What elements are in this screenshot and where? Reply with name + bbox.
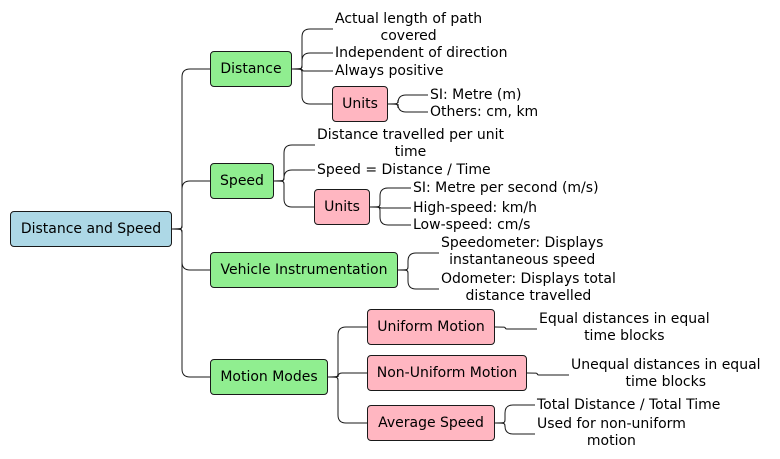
connector-n-s30-0 <box>494 326 537 330</box>
connector-n-b0-1 <box>291 52 333 70</box>
connector-n-s32-0 <box>494 404 535 424</box>
leaf-speed-2: Speed = Distance / Time <box>317 162 491 178</box>
connector-n-b1-0 <box>273 144 315 182</box>
leaf-average-speed-1: Total Distance / Total Time <box>537 397 721 413</box>
connector-root-branch-1 <box>171 180 210 230</box>
leaf-distance-2: Independent of direction <box>335 45 508 61</box>
connector-n-s00-0 <box>387 94 428 105</box>
connector-n-s32-1 <box>494 422 535 435</box>
non-uniform-motion-node: Non-Uniform Motion <box>367 355 527 391</box>
connector-n-b2-1 <box>397 269 439 290</box>
branch-distance: Distance <box>210 51 292 87</box>
leaf-distance-3: Always positive <box>335 63 444 79</box>
connector-n-b3-2 <box>327 376 367 424</box>
leaf-distance-units-1: SI: Metre (m) <box>430 87 522 103</box>
connector-n-s31-0 <box>526 372 569 376</box>
branch-speed: Speed <box>210 163 274 199</box>
connector-n-b2-0 <box>397 252 439 271</box>
branch-vehicle-instrumentation: Vehicle Instrumentation <box>210 252 398 288</box>
connector-n-b1-2 <box>273 180 314 208</box>
speed-units-node: Units <box>314 189 370 225</box>
connector-root-branch-2 <box>171 228 210 271</box>
leaf-speed-units-3: Low-speed: cm/s <box>413 217 531 233</box>
connector-n-b0-0 <box>291 28 333 70</box>
branch-motion-modes: Motion Modes <box>210 359 328 395</box>
connector-root-branch-3 <box>171 228 210 378</box>
connector-n-s10-2 <box>369 206 411 226</box>
connector-n-b1-1 <box>273 169 315 182</box>
connector-root-branch-0 <box>171 68 210 230</box>
root-node: Distance and Speed <box>10 211 172 247</box>
connector-n-s00-1 <box>387 103 428 113</box>
connector-n-b3-0 <box>327 326 367 378</box>
leaf-speed-units-1: SI: Metre per second (m/s) <box>413 180 599 196</box>
connector-n-s10-0 <box>369 187 411 208</box>
connector-n-b0-3 <box>291 68 332 105</box>
average-speed-node: Average Speed <box>367 405 495 441</box>
distance-units-node: Units <box>332 86 388 122</box>
leaf-distance-units-2: Others: cm, km <box>430 104 539 120</box>
uniform-motion-node: Uniform Motion <box>367 309 495 345</box>
leaf-speed-units-2: High-speed: km/h <box>413 200 538 216</box>
